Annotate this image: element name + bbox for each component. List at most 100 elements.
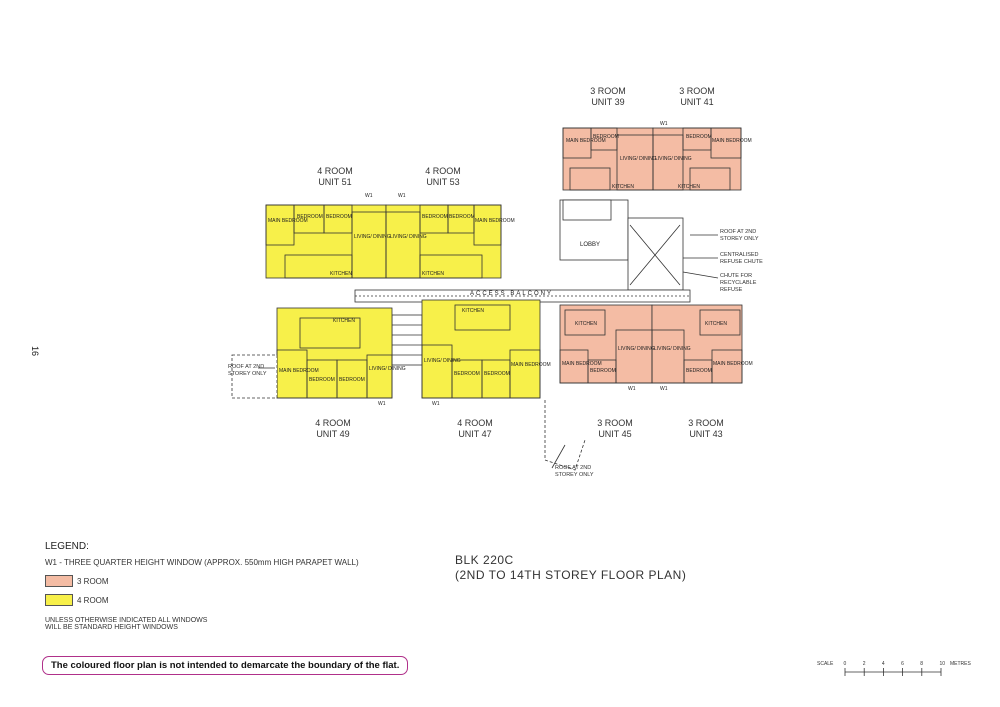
room-label: LIVING/ DINING [654, 346, 691, 352]
stair-left [391, 314, 423, 366]
window-code: W1 [432, 401, 440, 407]
legend-item-label: 3 ROOM [77, 576, 109, 586]
unit-49-shape [276, 307, 393, 399]
room-label: BEDROOM [309, 377, 335, 383]
room-label: MAIN BEDROOM [566, 138, 606, 144]
room-label: LIVING/ DINING [655, 156, 692, 162]
room-label: BEDROOM [590, 368, 616, 374]
units-45-43 [544, 304, 743, 471]
note-roof-right: ROOF AT 2ND STOREY ONLY [720, 229, 759, 242]
windows-note-2: WILL BE STANDARD HEIGHT WINDOWS [45, 624, 178, 631]
window-code: W1 [378, 401, 386, 407]
unit-51-shape [265, 204, 387, 279]
scale-bar: SCALE 0 2 4 6 8 10 METRES [817, 661, 972, 676]
room-label: BEDROOM [686, 368, 712, 374]
legend-item-4room: 4 ROOM [45, 594, 425, 606]
room-label: LIVING/ DINING [369, 366, 406, 372]
unit-number: UNIT 47 [458, 429, 492, 439]
room-label: BEDROOM [454, 371, 480, 377]
window-code: W1 [660, 386, 668, 392]
room-label: KITCHEN [333, 318, 355, 324]
room-label: MAIN BEDROOM [279, 368, 319, 374]
unit-label-51: 4 ROOM UNIT 51 [295, 166, 375, 188]
room-label: BEDROOM [297, 214, 323, 220]
room-label: BEDROOM [422, 214, 448, 220]
room-label: MAIN BEDROOM [562, 361, 602, 367]
note-refuse-chute: CENTRALISED REFUSE CHUTE [720, 252, 763, 265]
unit-label-39: 3 ROOM UNIT 39 [568, 86, 648, 108]
scale-unit: METRES [950, 661, 972, 667]
room-label: LIVING/ DINING [620, 156, 657, 162]
unit-type: 4 ROOM [315, 418, 351, 428]
legend-item-3room: 3 ROOM [45, 575, 425, 587]
room-label: KITCHEN [705, 321, 727, 327]
scale-ticks: 0 2 4 6 8 10 [844, 661, 946, 676]
unit-number: UNIT 39 [591, 97, 625, 107]
units-39-41 [562, 127, 742, 221]
scale-tick-label: 4 [882, 661, 885, 667]
unit-type: 3 ROOM [597, 418, 633, 428]
unit-label-45: 3 ROOM UNIT 45 [575, 418, 655, 440]
legend: LEGEND: W1 - THREE QUARTER HEIGHT WINDOW… [45, 541, 425, 631]
disclaimer-box: The coloured floor plan is not intended … [42, 656, 409, 675]
room-label: BEDROOM [686, 134, 712, 140]
scale-label: SCALE [817, 661, 834, 667]
unit-41-shape [652, 127, 742, 191]
room-label: KITCHEN [462, 308, 484, 314]
unit-47-shape [421, 299, 541, 399]
window-code: W1 [628, 386, 636, 392]
unit-number: UNIT 49 [316, 429, 350, 439]
units-51-53 [265, 204, 502, 279]
room-label: BEDROOM [339, 377, 365, 383]
note-roof-left: ROOF AT 2ND STOREY ONLY [228, 364, 267, 377]
unit-number: UNIT 51 [318, 177, 352, 187]
unit-label-41: 3 ROOM UNIT 41 [657, 86, 737, 108]
room-label: BEDROOM [326, 214, 352, 220]
unit-label-47: 4 ROOM UNIT 47 [435, 418, 515, 440]
unit-type: 3 ROOM [590, 86, 626, 96]
room-label: LIVING/ DINING [390, 234, 427, 240]
room-label: LIVING/ DINING [354, 234, 391, 240]
scale-tick-label: 6 [901, 661, 904, 667]
legend-item-label: 4 ROOM [77, 595, 109, 605]
unit-39-shape [562, 127, 654, 191]
plan-title: BLK 220C (2ND TO 14TH STOREY FLOOR PLAN) [455, 553, 686, 583]
scale-tick-label: 10 [940, 661, 946, 667]
storey-range: (2ND TO 14TH STOREY FLOOR PLAN) [455, 568, 687, 582]
note-roof-bottom: ROOF AT 2ND STOREY ONLY [555, 465, 594, 478]
scale-tick-label: 0 [844, 661, 847, 667]
unit-45-shape [559, 304, 653, 384]
room-label: KITCHEN [575, 321, 597, 327]
window-code: W1 [660, 121, 668, 127]
room-label: MAIN BEDROOM [268, 218, 308, 224]
room-label: KITCHEN [330, 271, 352, 277]
units-49-47 [231, 299, 541, 399]
room-label: KITCHEN [678, 184, 700, 190]
room-label: MAIN BEDROOM [713, 361, 753, 367]
scale-tick-label: 8 [920, 661, 923, 667]
room-label: BEDROOM [593, 134, 619, 140]
windows-note-1: UNLESS OTHERWISE INDICATED ALL WINDOWS [45, 617, 208, 624]
lobby-label: LOBBY [580, 242, 600, 248]
room-label: LIVING/ DINING [424, 358, 461, 364]
unit-43-shape [651, 304, 743, 384]
unit-number: UNIT 53 [426, 177, 460, 187]
legend-title: LEGEND: [45, 541, 89, 552]
swatch-3room [45, 575, 73, 587]
room-label: MAIN BEDROOM [475, 218, 515, 224]
unit-label-53: 4 ROOM UNIT 53 [403, 166, 483, 188]
scale-tick-label: 2 [863, 661, 866, 667]
unit-type: 3 ROOM [679, 86, 715, 96]
window-code: W1 [398, 193, 406, 199]
unit-number: UNIT 45 [598, 429, 632, 439]
note-recycle-chute: CHUTE FOR RECYCLABLE REFUSE [720, 273, 757, 293]
room-label: MAIN BEDROOM [511, 362, 551, 368]
unit-type: 4 ROOM [425, 166, 461, 176]
unit-type: 4 ROOM [457, 418, 493, 428]
unit-label-49: 4 ROOM UNIT 49 [293, 418, 373, 440]
room-label: BEDROOM [449, 214, 475, 220]
room-label: BEDROOM [484, 371, 510, 377]
block-number: BLK 220C [455, 553, 514, 567]
room-label: KITCHEN [422, 271, 444, 277]
